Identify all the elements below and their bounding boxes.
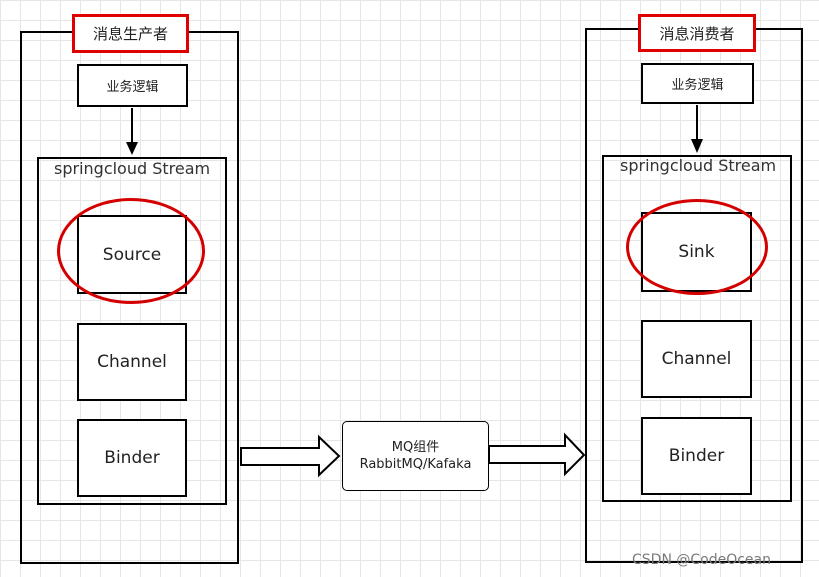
consumer-sink-highlight-ellipse	[626, 199, 768, 295]
producer-stream-title: springcloud Stream	[54, 159, 211, 178]
producer-source-highlight-ellipse	[57, 198, 205, 304]
producer-stream-container	[37, 157, 227, 505]
mq-component-label: MQ组件	[391, 440, 440, 455]
csdn-watermark: CSDN @CodeOcean	[632, 552, 771, 568]
mq-component-products: RabbitMQ/Kafaka	[359, 457, 472, 472]
producer-channel-box: Channel	[77, 323, 187, 401]
consumer-title: 消息消费者	[638, 14, 756, 52]
mq-component-box: MQ组件 RabbitMQ/Kafaka	[342, 421, 489, 491]
consumer-channel-box: Channel	[641, 320, 752, 398]
consumer-binder-box: Binder	[641, 417, 752, 495]
producer-business-logic-box: 业务逻辑	[77, 64, 188, 107]
producer-down-arrow	[126, 108, 138, 155]
consumer-stream-container	[602, 155, 792, 502]
consumer-stream-title: springcloud Stream	[620, 156, 777, 175]
producer-title: 消息生产者	[72, 14, 189, 53]
mq-to-consumer-arrow	[488, 432, 586, 477]
producer-binder-box: Binder	[77, 419, 187, 497]
consumer-down-arrow	[691, 105, 703, 153]
producer-to-mq-arrow	[240, 434, 341, 478]
consumer-business-logic-box: 业务逻辑	[641, 63, 754, 104]
